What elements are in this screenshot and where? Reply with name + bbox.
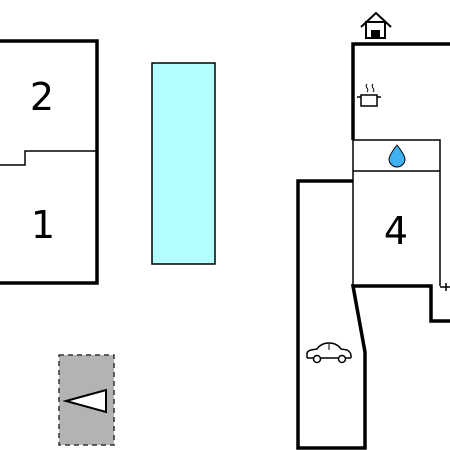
room-1-label: 1 xyxy=(31,203,55,247)
room-4-label: 4 xyxy=(384,209,408,253)
room-divider-wall xyxy=(0,150,97,166)
left-building-outline xyxy=(0,39,99,285)
swimming-pool xyxy=(151,62,216,265)
right-building: 4 xyxy=(296,42,450,450)
cooking-pot-icon xyxy=(357,83,381,107)
terrace xyxy=(58,354,115,446)
water-drop-icon xyxy=(388,144,406,168)
inner-door xyxy=(440,283,450,291)
house-icon xyxy=(360,11,392,39)
garage-outline xyxy=(296,179,450,450)
room-2-label: 2 xyxy=(30,75,54,119)
left-building: 2 1 xyxy=(0,39,99,285)
car-icon xyxy=(306,342,352,364)
bathroom-outline xyxy=(352,139,441,286)
triangle-pointer-icon xyxy=(62,388,107,414)
right-building-outline xyxy=(351,42,450,140)
